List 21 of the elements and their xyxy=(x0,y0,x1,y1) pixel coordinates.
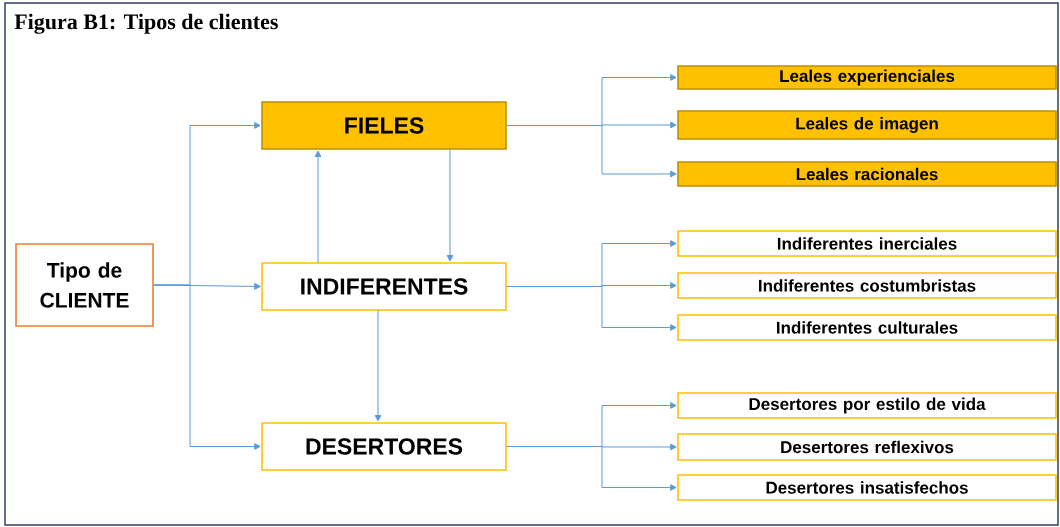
arrow xyxy=(153,284,261,450)
category-box: FIELES xyxy=(261,101,507,150)
arrow xyxy=(506,125,677,178)
category-box: DESERTORES xyxy=(261,422,507,471)
subtype-box: Leales experienciales xyxy=(677,65,1057,90)
arrow xyxy=(374,309,382,422)
subtype-box: Leales de imagen xyxy=(677,110,1057,140)
category-box: INDIFERENTES xyxy=(261,262,507,311)
subtype-box: Desertores reflexivos xyxy=(677,433,1057,461)
subtype-box: Desertores por estilo de vida xyxy=(677,392,1057,419)
arrow xyxy=(446,148,454,262)
subtype-box: Indiferentes culturales xyxy=(677,314,1057,341)
subtype-box: Indiferentes inerciales xyxy=(677,230,1057,257)
arrow xyxy=(506,286,677,331)
type-box: Tipo de CLIENTE xyxy=(15,243,154,327)
arrow xyxy=(314,150,322,264)
subtype-box: Indiferentes costumbristas xyxy=(677,272,1057,299)
arrow xyxy=(506,446,677,491)
subtype-box: Leales racionales xyxy=(677,161,1057,187)
figure-title: Figura B1: Tipos de clientes xyxy=(14,13,278,34)
subtype-box: Desertores insatisfechos xyxy=(677,474,1057,501)
